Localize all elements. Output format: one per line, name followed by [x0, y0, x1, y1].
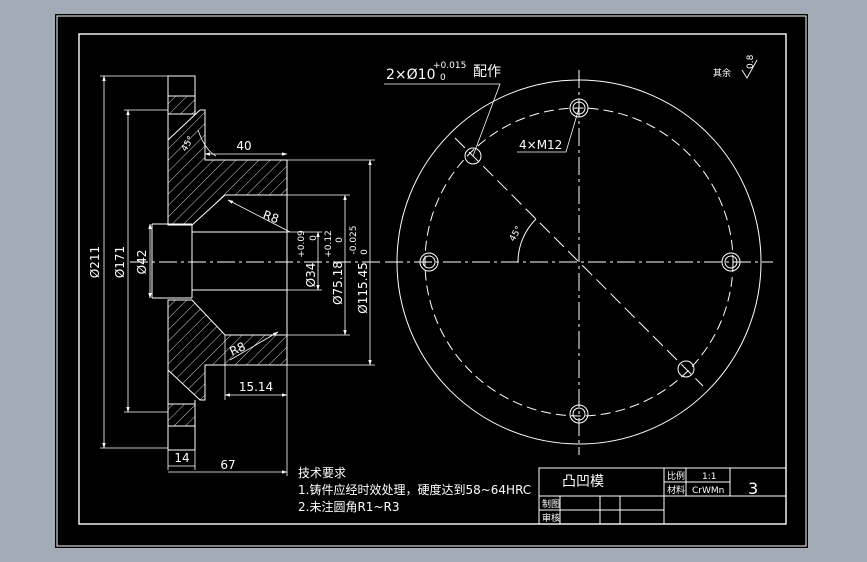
- thread-hole-right: [721, 252, 741, 272]
- pin-hole-lower-right: [677, 360, 695, 378]
- dim-d115-tol-low: 0: [360, 249, 370, 255]
- bottom-hole-hatch: [167, 403, 196, 427]
- top-hole-hatch: [167, 95, 196, 115]
- angle-arc-plan: [517, 218, 537, 263]
- leader-thread: [517, 107, 580, 153]
- material-label: 材料: [667, 484, 685, 496]
- plan-diagonal: [454, 137, 704, 387]
- dim-d42-text: Ø42: [135, 250, 149, 275]
- hole-tol-up: +0.015: [433, 61, 466, 71]
- dim-1514-text: 15.14: [239, 380, 273, 394]
- dim-r8-bottom-text: R8: [227, 339, 247, 358]
- dim-d211-text: Ø211: [88, 246, 102, 278]
- dim-d34-text: Ø34: [304, 263, 318, 288]
- check-label: 审核: [542, 512, 560, 524]
- hole-callout-text: 2×Ø10: [386, 67, 435, 83]
- inner-border: [78, 33, 787, 525]
- pin-hole-upper-left: [464, 147, 482, 165]
- plan-view: [384, 70, 773, 455]
- dim-d34-tol: +0.09: [297, 230, 307, 258]
- hole-fit-text: 配作: [473, 64, 501, 80]
- hole-tol-low: 0: [440, 73, 446, 83]
- dim-d75-tol-low: 0: [335, 237, 345, 243]
- dim-d115-text: Ø115.45: [356, 262, 370, 313]
- notes-line-1: 1.铸件应经时效处理，硬度达到58~64HRC: [298, 482, 531, 497]
- section-dimensions: [100, 75, 375, 476]
- part-name: 凸凹模: [562, 474, 604, 490]
- dim-r8-top-line: [227, 199, 291, 233]
- material-value: CrWMn: [692, 486, 724, 496]
- notes-line-2: 2.未注圆角R1~R3: [298, 499, 399, 514]
- scale-label: 比例: [667, 470, 685, 482]
- roughness-symbol: [741, 59, 758, 79]
- thread-hole-left: [419, 252, 439, 272]
- thread-callout-text: 4×M12: [519, 138, 562, 152]
- section-view: [130, 75, 380, 451]
- dim-d34-tol-low: 0: [309, 235, 319, 241]
- rough-rest-text: 其余: [713, 67, 731, 79]
- scale-value: 1:1: [702, 472, 716, 482]
- drawn-label: 制图: [542, 498, 560, 510]
- dim-d115-tol: -0.025: [349, 225, 359, 254]
- sheet-number: 3: [748, 479, 758, 498]
- thread-hole-bottom: [569, 404, 589, 424]
- dim-d75-text: Ø75.18: [331, 261, 345, 305]
- hatch-lower: [167, 299, 288, 401]
- notes-title: 技术要求: [298, 466, 346, 480]
- thread-hole-top: [569, 98, 589, 118]
- dim-40-text: 40: [236, 139, 251, 153]
- outer-border: [56, 15, 807, 547]
- rough-small-text: 0.8: [746, 54, 756, 69]
- title-block: [538, 467, 787, 525]
- dim-14-text: 14: [174, 451, 189, 465]
- dim-r8-top-text: R8: [261, 208, 281, 227]
- dim-d75-tol: +0.12: [324, 230, 334, 258]
- leader-pin: [384, 83, 501, 157]
- angle-arc-section: [197, 129, 217, 157]
- dim-r8-bot-line: [229, 331, 279, 361]
- dim-67-text: 67: [220, 458, 235, 472]
- dim-d171-text: Ø171: [113, 246, 127, 278]
